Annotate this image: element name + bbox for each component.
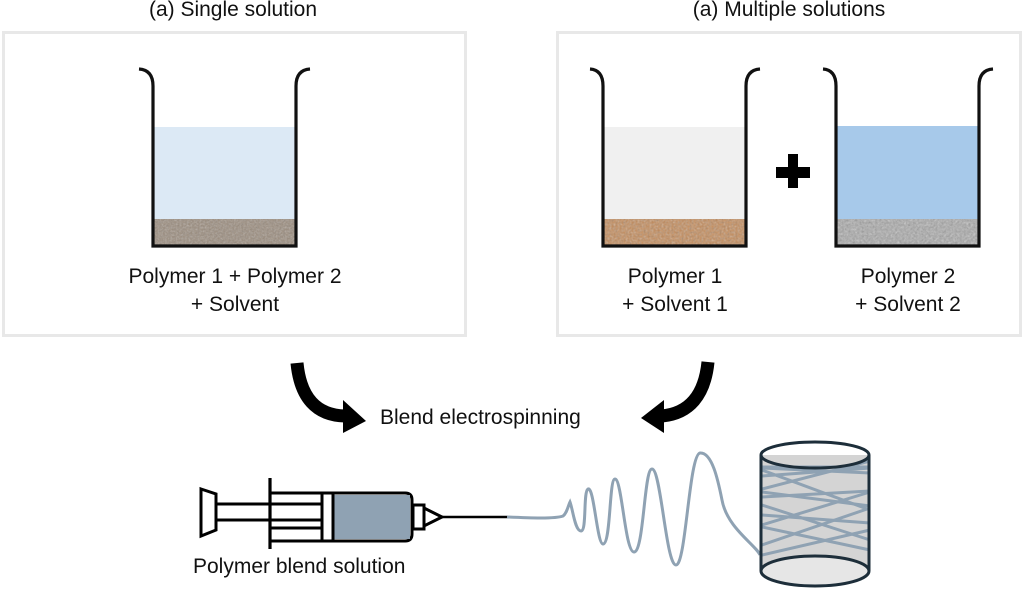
polymer-1-label: Polymer 1 + Solvent 1 (580, 263, 770, 319)
polymer-2-label-line-2: + Solvent 2 (855, 293, 961, 316)
arrow-right-curved-icon (641, 361, 715, 433)
beaker-polymer-1 (589, 67, 761, 248)
polymer-1-label-line-2: + Solvent 1 (622, 293, 728, 316)
multiple-solutions-title: (a) Multiple solutions (692, 0, 886, 21)
solvent-2-liquid (837, 126, 978, 219)
single-label-line-1: Polymer 1 + Polymer 2 (128, 265, 342, 288)
solvent-liquid (154, 127, 295, 219)
syringe-icon (199, 478, 508, 549)
beaker-polymer-2 (822, 67, 994, 248)
syringe-label: Polymer blend solution (193, 555, 406, 578)
sediment-texture (837, 219, 978, 245)
plus-icon (776, 154, 810, 188)
arrow-left-curved-icon (290, 362, 366, 433)
polymer-2-label: Polymer 2 + Solvent 2 (813, 263, 1003, 319)
beaker-outline (138, 67, 311, 248)
polymer-2-label-line-1: Polymer 2 (860, 265, 956, 288)
collector-drum-icon (759, 440, 871, 588)
single-label-line-2: + Solvent (190, 293, 280, 316)
sediment-texture (604, 219, 745, 245)
polymer-1-label-line-1: Polymer 1 (627, 265, 723, 288)
beaker-single (138, 67, 311, 248)
sediment-texture (154, 219, 295, 245)
beaker-outline (822, 67, 994, 248)
single-solution-title: (a) Single solution (148, 0, 318, 21)
solvent-1-liquid (604, 127, 745, 219)
process-label: Blend electrospinning (380, 406, 581, 429)
syringe-fluid (334, 495, 410, 539)
beaker-outline (589, 67, 761, 248)
single-solution-label: Polymer 1 + Polymer 2 + Solvent (2, 263, 468, 319)
fiber-jet (506, 451, 762, 567)
